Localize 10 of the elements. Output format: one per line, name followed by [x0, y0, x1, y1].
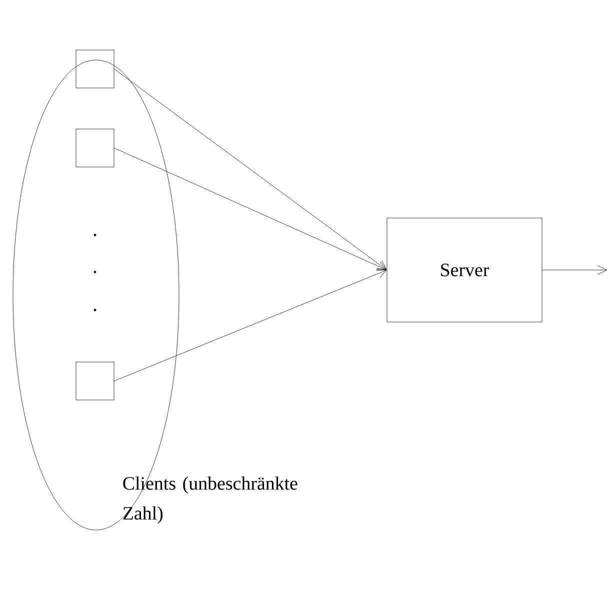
arrow [114, 148, 387, 270]
arrow [114, 269, 387, 382]
server-box: Server [386, 218, 542, 322]
node-label: Clients (unbeschränkte Zahl) [123, 476, 298, 524]
arrow [542, 265, 607, 275]
arrow [114, 68, 387, 270]
client-box [76, 362, 114, 400]
client-box [76, 50, 114, 88]
client-box [76, 128, 114, 168]
group-ellipse [12, 60, 180, 530]
